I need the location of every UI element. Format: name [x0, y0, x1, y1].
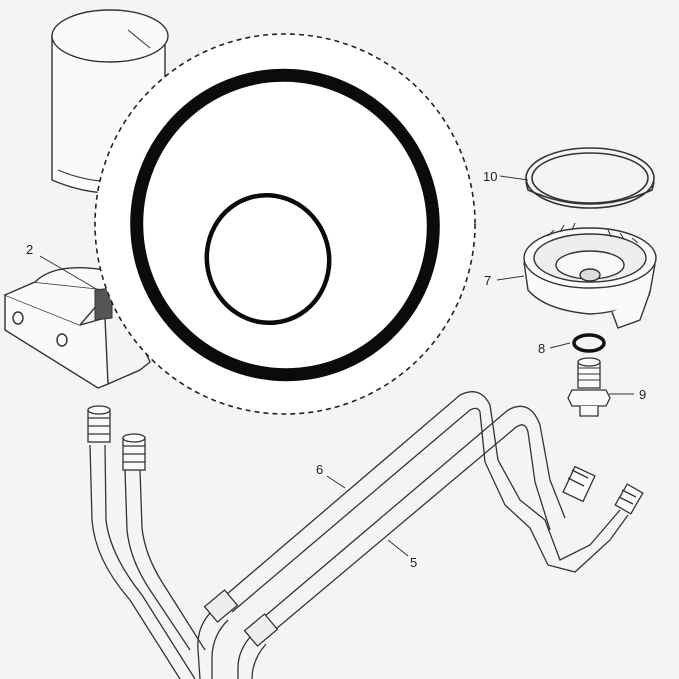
hose-5-crimp	[243, 613, 279, 647]
callout-9: 9	[639, 387, 646, 402]
callout-8: 8	[538, 341, 545, 356]
leader-7	[496, 275, 525, 281]
leader-2	[39, 255, 99, 291]
detail-magnifier	[94, 33, 476, 415]
leader-10	[499, 175, 529, 181]
callout-5: 5	[410, 555, 417, 570]
callout-2: 2	[26, 242, 33, 257]
hose-6-end-fitting	[562, 465, 596, 503]
hose-part-5	[237, 405, 644, 679]
leader-5	[387, 539, 409, 557]
bracket-fitting	[94, 287, 113, 321]
leader-lines	[39, 175, 634, 557]
hose-part-6	[197, 391, 629, 679]
adapter-fitting-part-9	[567, 357, 611, 417]
left-hose-fitting-1	[87, 405, 111, 443]
callout-6: 6	[316, 462, 323, 477]
mounting-bracket	[4, 267, 151, 389]
hose-6-crimp	[203, 589, 239, 623]
callout-10: 10	[483, 169, 497, 184]
gasket-ring-part-10	[525, 147, 655, 209]
callout-7: 7	[484, 273, 491, 288]
left-hose-fitting-2	[122, 433, 146, 471]
detail-circle-dashed	[94, 33, 476, 415]
leader-6	[326, 475, 346, 489]
hose-5-end-fitting	[614, 483, 644, 515]
filter-head-part-7	[523, 222, 657, 329]
leader-8	[549, 342, 571, 349]
large-o-ring	[130, 68, 440, 382]
small-o-ring	[204, 192, 332, 326]
o-ring-part-8	[572, 333, 606, 353]
bracket-hole-bottom	[56, 333, 68, 347]
left-hose-lines	[87, 405, 206, 679]
bracket-hole-top	[12, 311, 24, 325]
